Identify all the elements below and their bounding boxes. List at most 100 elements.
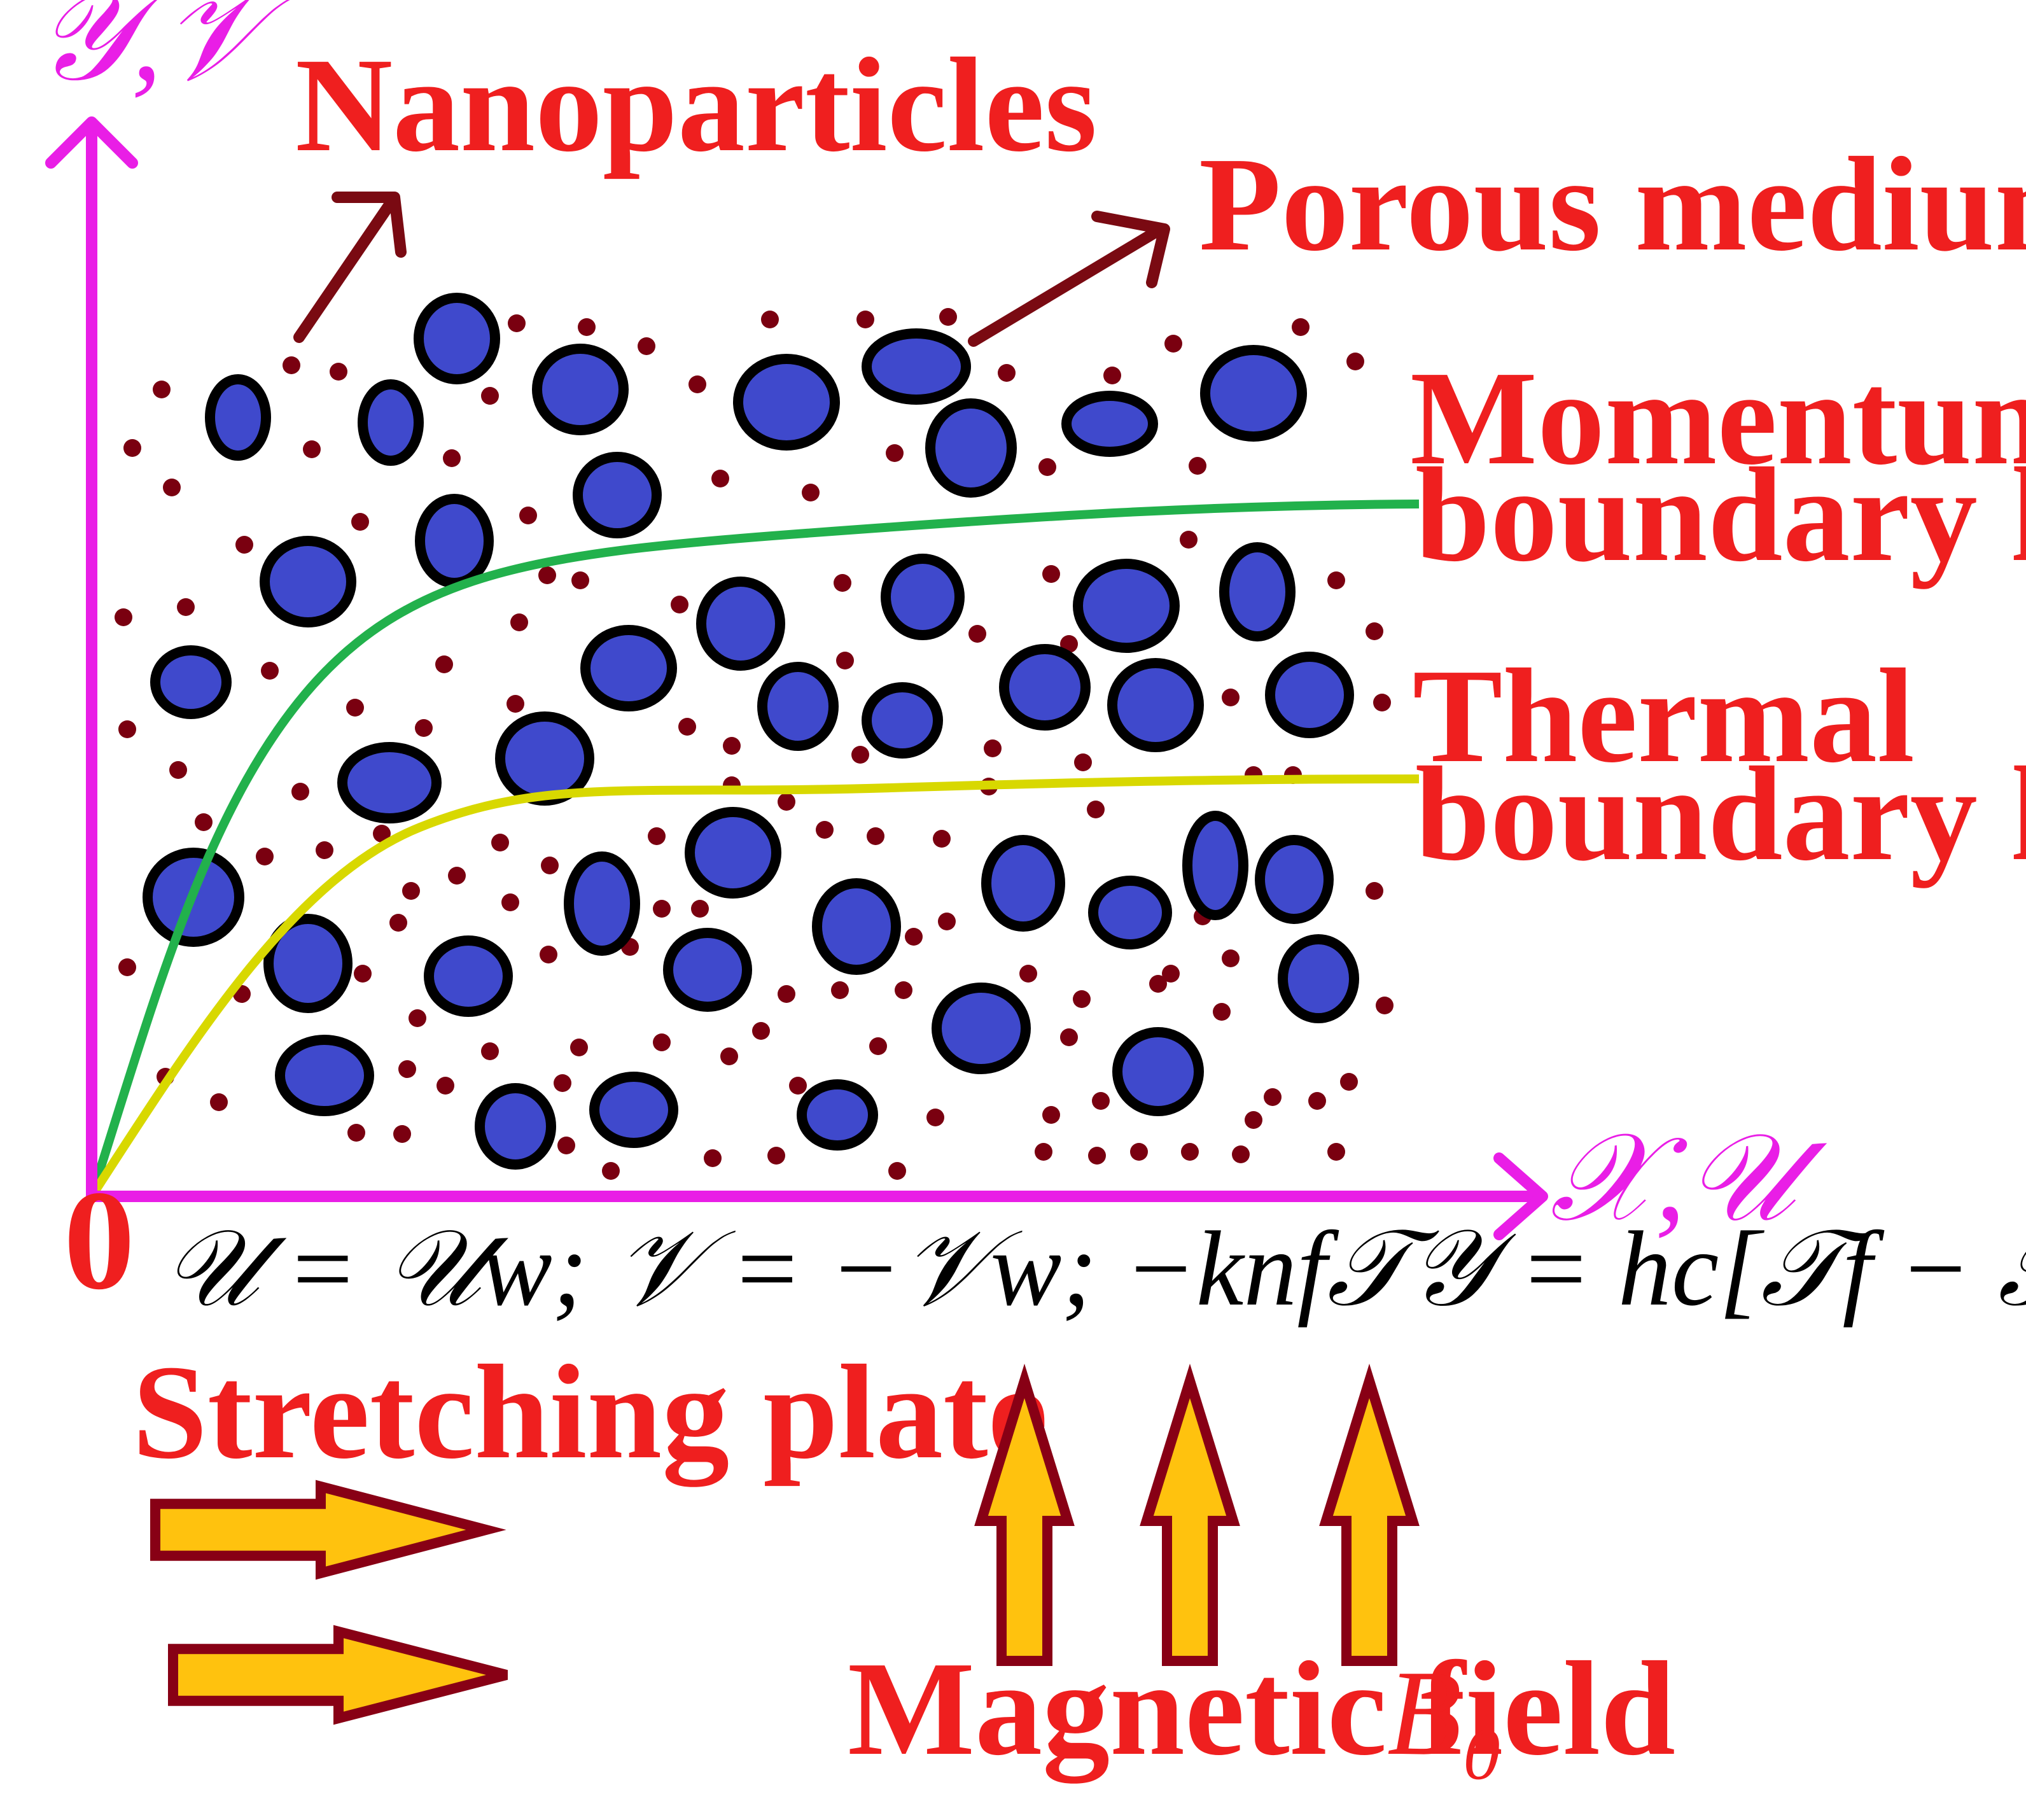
porous-medium-label: Porous medium <box>1199 129 2026 279</box>
nanoparticle-dot <box>1035 1143 1052 1161</box>
porous-particle <box>1265 652 1354 738</box>
porous-particle <box>1200 345 1307 442</box>
nanoparticle-dot <box>926 1109 944 1126</box>
porous-particle <box>1255 835 1334 924</box>
porous-particle <box>925 398 1017 498</box>
x-axis-label: 𝒳,𝒰 <box>1550 1110 1827 1246</box>
x-axis <box>92 1152 1548 1240</box>
porous-particle <box>981 835 1065 932</box>
porous-particle <box>532 344 629 435</box>
nanoparticle-dot <box>347 1124 365 1142</box>
nanoparticle-dot <box>869 1037 887 1055</box>
nanoparticle-dot <box>481 387 499 405</box>
nanoparticle-dot <box>1245 1111 1262 1129</box>
nanoparticle-dot <box>653 900 671 918</box>
nanoparticle-dot <box>1373 694 1391 711</box>
porous-particle <box>797 1079 878 1151</box>
porous-particle <box>424 935 513 1017</box>
nanoparticle-dot <box>373 825 391 843</box>
nanoparticle-dot <box>1327 1143 1345 1161</box>
nanoparticle-dot <box>409 1009 426 1027</box>
thermal-boundary-layer-curve <box>88 774 1420 1199</box>
nanoparticle-dot <box>867 827 884 845</box>
origin-label: 0 <box>64 1161 135 1319</box>
porous-particle <box>696 577 785 671</box>
porous-particle <box>1219 542 1296 641</box>
nanoparticle-dot <box>1060 1028 1078 1046</box>
magnetic-field-arrows <box>974 1363 1420 1666</box>
nanoparticle-dot <box>435 655 453 673</box>
nanoparticle-dot <box>938 913 956 930</box>
nanoparticle-dot <box>169 761 187 779</box>
nanoparticle-dot <box>1264 1088 1282 1106</box>
nanoparticle-dot <box>834 574 851 592</box>
nanoparticle-dot <box>118 958 136 976</box>
nanoparticle-dot <box>443 449 461 467</box>
nanoparticle-dot <box>508 314 526 332</box>
nanoparticle-dot <box>351 513 369 531</box>
nanoparticle-dot <box>115 608 132 626</box>
nanoparticle-dot <box>789 1077 807 1095</box>
nanoparticle-dot <box>510 613 528 631</box>
porous-particle <box>685 807 781 899</box>
nanoparticle-dot <box>778 793 795 811</box>
nanoparticle-dot <box>519 507 537 524</box>
nanoparticle-dot <box>1308 1092 1326 1110</box>
nanoparticle-dot <box>1292 318 1310 336</box>
nanoparticle-dot <box>1162 965 1180 983</box>
nanoparticle-dot <box>1130 1143 1148 1161</box>
nanoparticle-dot <box>767 1147 785 1165</box>
nanoparticle-dot <box>671 596 688 613</box>
nanoparticle-dot <box>481 1042 499 1060</box>
porous-particle <box>1088 876 1172 949</box>
porous-particle <box>932 983 1031 1074</box>
nanoparticle-dot <box>1222 689 1240 706</box>
nanoparticle-dot <box>1366 622 1383 640</box>
magnetic-field-label: Magnetic field <box>848 1634 1675 1784</box>
block-arrow-right-icon <box>150 1480 506 1580</box>
nanoparticle-dot <box>303 440 321 458</box>
porous-particle <box>862 682 943 759</box>
thermal-label-line1: Thermal <box>1413 641 1915 790</box>
nanoparticle-dot <box>1327 571 1345 589</box>
nanoparticle-dot <box>235 536 253 554</box>
porous-particle <box>564 851 640 956</box>
nanoparticle-dot <box>895 981 912 999</box>
nanoparticle-dot <box>283 356 300 374</box>
nanoparticle-dots <box>115 308 1394 1180</box>
nanoparticle-dot <box>123 439 141 457</box>
nanoparticle-dot <box>540 946 557 963</box>
nanoparticle-dot <box>752 1022 770 1040</box>
nanoparticle-dot <box>491 834 509 851</box>
block-arrow-up-icon <box>974 1363 1075 1666</box>
nanoparticle-dot <box>506 695 524 713</box>
nanoparticle-dot <box>437 1077 454 1095</box>
nanoparticle-dot <box>398 1060 416 1078</box>
porous-particle <box>580 625 677 711</box>
arrow-up-right-icon <box>293 192 407 343</box>
porous-particle <box>1073 559 1180 653</box>
arrow-right-icon <box>1493 1152 1548 1240</box>
nanoparticle-dot <box>1189 457 1206 475</box>
nanoparticle-dot <box>688 375 706 393</box>
porous-particle <box>275 1035 374 1116</box>
momentum-label-line2: boundary layer <box>1415 440 2026 589</box>
nanoparticle-dot <box>177 598 195 616</box>
porous-particle <box>1107 658 1204 752</box>
nanoparticle-dot <box>316 841 333 859</box>
porous-particle <box>999 644 1091 731</box>
nanoparticle-dot <box>816 821 834 839</box>
boundary-condition-equation: 𝒰 = 𝒰w; 𝒱 = −𝒱w; −knf𝒯𝒴 = hc[𝒯f − 𝒯] <box>163 1210 2026 1328</box>
arrow-up-icon <box>45 116 138 169</box>
nanoparticle-dot <box>761 311 779 328</box>
nanoparticle-dot <box>1222 949 1240 967</box>
nanoparticle-dot <box>1213 1003 1231 1021</box>
block-arrow-up-icon <box>1319 1363 1420 1666</box>
nanoparticle-dot <box>888 1162 906 1180</box>
nanoparticle-dot <box>998 364 1016 382</box>
nanoparticles-label: Nanoparticles <box>295 30 1097 179</box>
nanoparticle-dot <box>851 746 869 764</box>
nanoparticle-dot <box>933 830 951 848</box>
porous-particle <box>415 494 494 588</box>
